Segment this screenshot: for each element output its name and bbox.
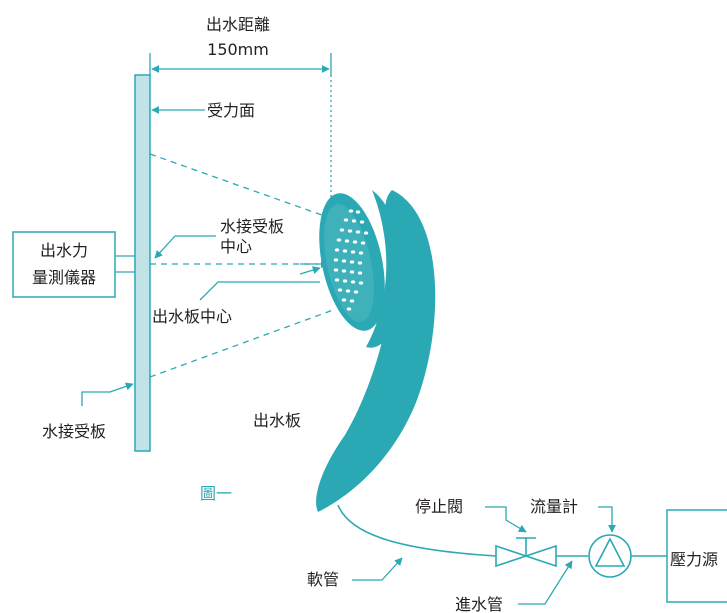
force-face-label: 受力面 bbox=[207, 101, 255, 120]
nozzle-holes bbox=[333, 209, 369, 311]
shower-head bbox=[316, 190, 436, 512]
outlet-plate-label: 出水板 bbox=[253, 411, 301, 430]
shower-back-curve bbox=[366, 190, 403, 348]
flow-meter-label: 流量計 bbox=[530, 497, 578, 516]
stop-valve-leader bbox=[485, 506, 527, 533]
flow-meter bbox=[588, 534, 632, 578]
distance-value: 150mm bbox=[207, 40, 269, 59]
meter-connector-lines bbox=[115, 255, 135, 273]
hose bbox=[337, 504, 497, 557]
force-meter-box bbox=[12, 231, 116, 298]
inlet-pipe-label: 進水管 bbox=[455, 595, 503, 613]
outlet-center-label: 出水板中心 bbox=[152, 307, 232, 326]
receiver-center-label-1: 水接受板 bbox=[220, 217, 284, 236]
inlet-pipe-leader bbox=[518, 560, 573, 605]
force-meter-label-1: 出水力 bbox=[40, 241, 88, 260]
stop-valve-label: 停止閥 bbox=[415, 497, 463, 516]
shower-handle bbox=[316, 190, 436, 512]
spray-dashed-lines bbox=[149, 153, 334, 378]
stop-valve bbox=[495, 537, 557, 568]
receiver-center-leader bbox=[154, 235, 216, 259]
hose-leader bbox=[352, 557, 403, 581]
receiver-plate bbox=[134, 74, 151, 452]
flow-meter-leader bbox=[598, 506, 616, 533]
force-meter-label-2: 量測儀器 bbox=[32, 268, 96, 287]
hose-label: 軟管 bbox=[307, 570, 339, 589]
distance-title: 出水距離 bbox=[206, 15, 270, 34]
receiver-plate-leader bbox=[81, 382, 134, 406]
receiver-plate-label: 水接受板 bbox=[42, 422, 106, 441]
distance-dimension bbox=[149, 53, 332, 210]
outlet-center-leader bbox=[199, 281, 320, 301]
pressure-source-label: 壓力源 bbox=[670, 550, 718, 569]
pressure-source-box bbox=[666, 509, 727, 603]
figure-label: 圖一 bbox=[200, 484, 232, 503]
outlet-center-arrow bbox=[299, 266, 321, 275]
receiver-center-label-2: 中心 bbox=[220, 237, 252, 256]
shower-face-inner bbox=[324, 204, 374, 322]
